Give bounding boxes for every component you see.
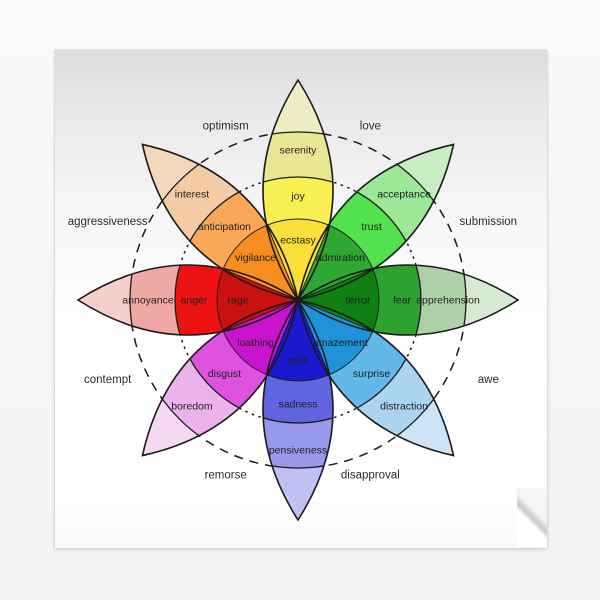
- dyad-label-awe: awe: [478, 374, 499, 386]
- dyad-label-love: love: [360, 120, 381, 132]
- label-acceptance: acceptance: [377, 189, 431, 201]
- dyad-label-contempt: contempt: [84, 374, 132, 386]
- segment-apprehension: [298, 265, 467, 335]
- dyad-label-aggressiveness: aggressiveness: [68, 216, 148, 228]
- label-pensiveness: pensiveness: [269, 445, 327, 457]
- label-surprise: surprise: [353, 368, 391, 380]
- label-boredom: boredom: [171, 401, 213, 413]
- petal-sadness: [263, 300, 333, 520]
- petal-anger: [78, 265, 298, 335]
- label-interest: interest: [175, 189, 210, 201]
- segment-pensiveness: [263, 300, 333, 469]
- segment-annoyance: [129, 265, 298, 335]
- petal-outline-fear: [296, 264, 520, 336]
- segment-joy: [263, 176, 333, 300]
- label-rage: rage: [227, 295, 248, 307]
- segment-fear: [298, 265, 422, 335]
- petal-fear: [298, 265, 518, 335]
- dyad-label-optimism: optimism: [203, 120, 249, 132]
- label-terror: terror: [345, 295, 371, 307]
- label-distraction: distraction: [380, 401, 428, 413]
- label-loathing: loathing: [237, 337, 274, 349]
- label-joy: joy: [290, 191, 305, 203]
- dyad-label-disapproval: disapproval: [341, 470, 400, 482]
- label-apprehension: apprehension: [416, 295, 480, 307]
- petal-joy: [263, 80, 333, 300]
- plutchik-wheel-of-emotions-diagram: ecstasy joy serenity admiration trust accepta…: [68, 78, 520, 522]
- label-vigilance: vigilance: [235, 252, 276, 264]
- petal-outline-joy: [262, 78, 334, 302]
- label-serenity: serenity: [280, 145, 318, 157]
- dyad-label-remorse: remorse: [205, 470, 247, 482]
- label-grief: grief: [288, 355, 309, 367]
- petal-outline-anticipation: [141, 143, 300, 302]
- dyad-label-submission: submission: [460, 216, 518, 228]
- label-sadness: sadness: [278, 399, 317, 411]
- petal-outline-disgust: [141, 298, 300, 457]
- label-amazement: amazement: [313, 337, 368, 349]
- poster: ecstasy joy serenity admiration trust accepta…: [55, 50, 547, 548]
- label-fear: fear: [393, 295, 412, 307]
- label-admiration: admiration: [316, 252, 365, 264]
- label-anger: anger: [181, 295, 208, 307]
- segment-anger: [174, 265, 298, 335]
- petal-outline-trust: [296, 143, 455, 302]
- label-ecstasy: ecstasy: [280, 235, 316, 247]
- petal-outline-sadness: [262, 298, 334, 522]
- label-disgust: disgust: [208, 368, 241, 380]
- segment-sadness: [263, 300, 333, 424]
- label-anticipation: anticipation: [198, 221, 251, 233]
- label-annoyance: annoyance: [122, 295, 174, 307]
- label-trust: trust: [361, 221, 382, 233]
- segment-serenity: [263, 131, 333, 300]
- petal-outline-surprise: [296, 298, 455, 457]
- petal-outline-anger: [76, 264, 300, 336]
